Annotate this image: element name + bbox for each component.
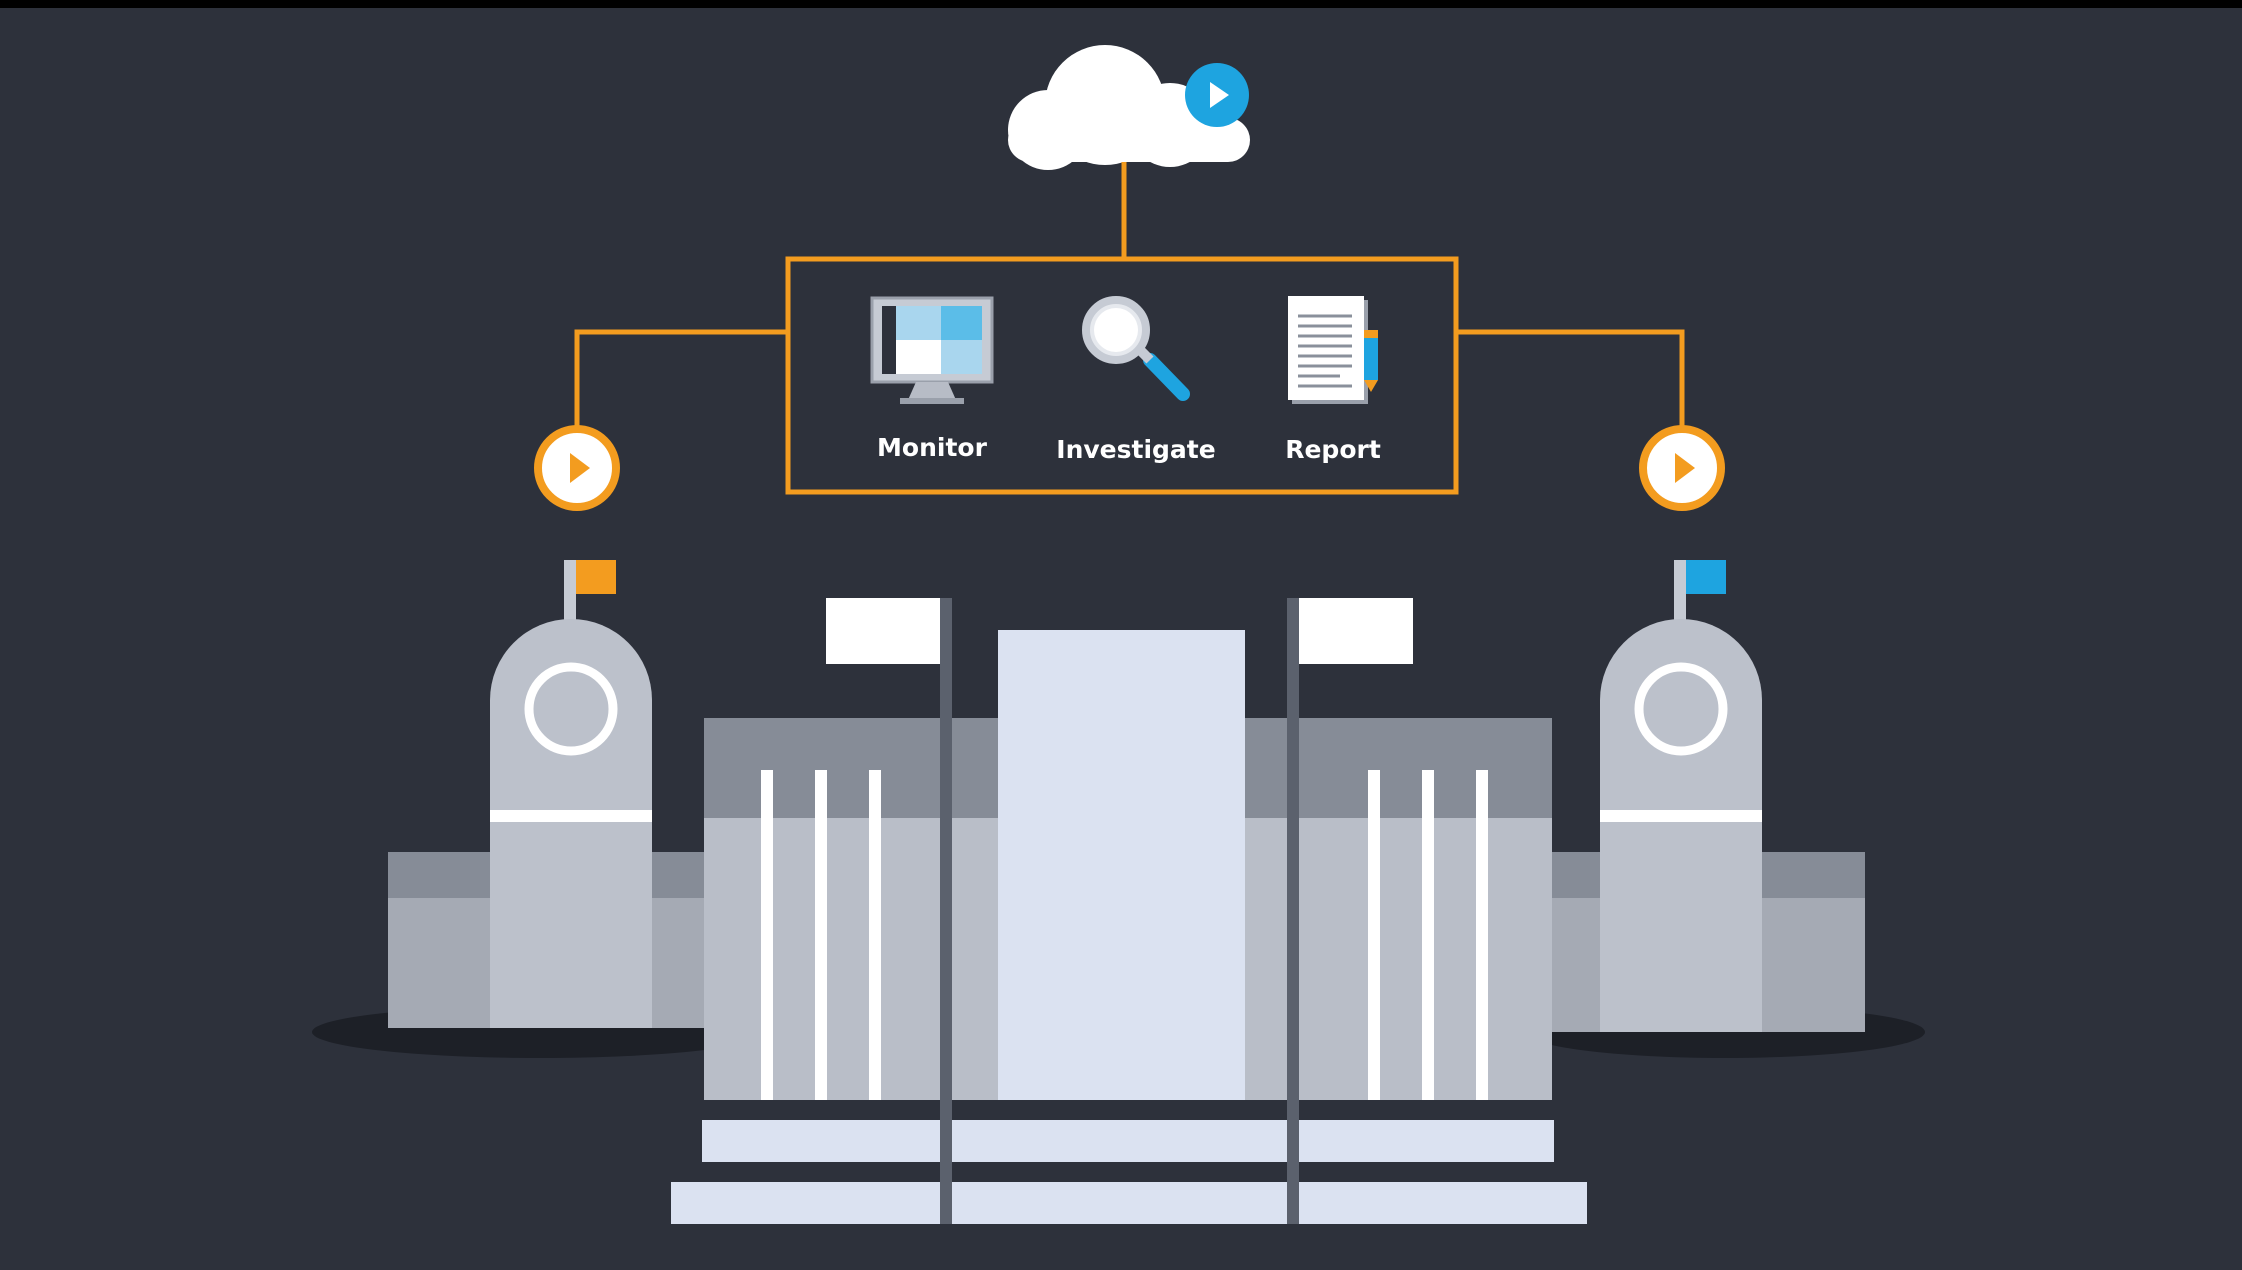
document-icon [1288,296,1378,404]
cloud-play-button[interactable] [1185,63,1249,127]
step-label-report: Report [1285,435,1381,464]
left-tower [490,560,652,1028]
play-icon [1210,82,1229,108]
left-play-button[interactable] [534,425,620,511]
right-tower [1600,560,1762,1032]
play-icon [570,453,590,483]
right-play-button[interactable] [1639,425,1725,511]
left-flag [826,598,952,1224]
monitor-icon [870,296,994,404]
connector-lines [574,162,1685,430]
step-label-investigate: Investigate [1056,435,1215,464]
steps-box [785,256,1459,495]
top-black-bar [0,0,2242,8]
right-flag [1287,598,1413,1224]
magnifier-icon [1082,296,1190,401]
step-label-monitor: Monitor [877,433,988,462]
play-icon [1675,453,1695,483]
